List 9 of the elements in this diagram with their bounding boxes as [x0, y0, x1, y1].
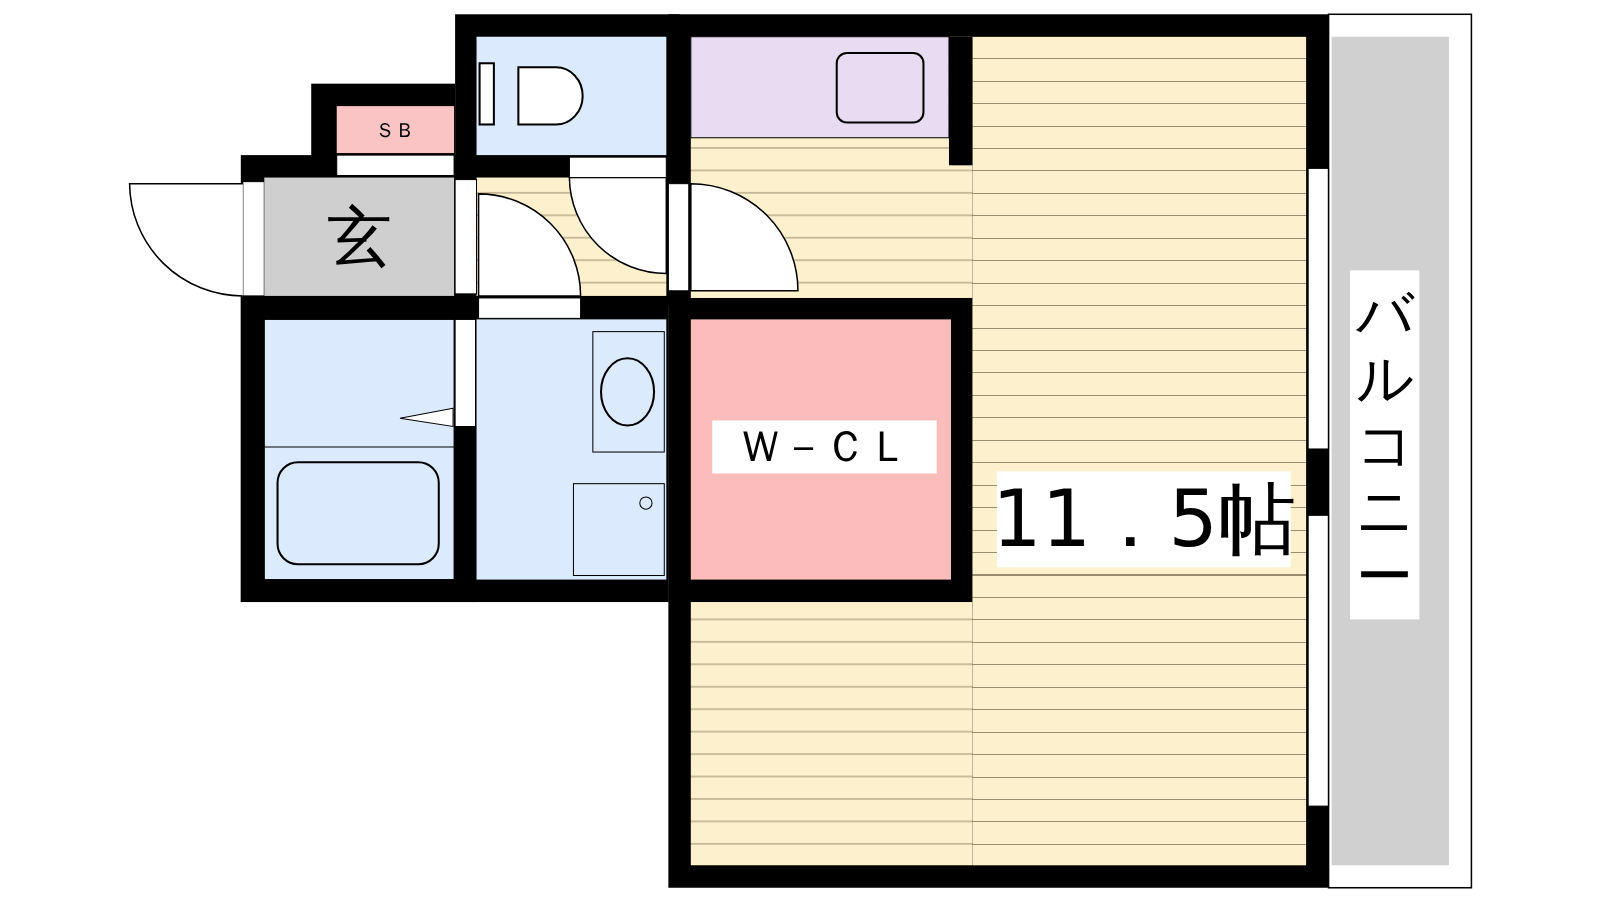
- room-area: [972, 36, 1307, 866]
- room-label: ＳＢ: [374, 116, 417, 144]
- room-area: [336, 106, 455, 154]
- room-label: バルコニー: [1350, 270, 1420, 620]
- room-label: 玄: [325, 198, 393, 277]
- room-area: [264, 177, 455, 296]
- room-area: [1331, 36, 1449, 866]
- room-label: Ｗ－ＣＬ: [712, 420, 937, 474]
- room-area: [690, 319, 951, 580]
